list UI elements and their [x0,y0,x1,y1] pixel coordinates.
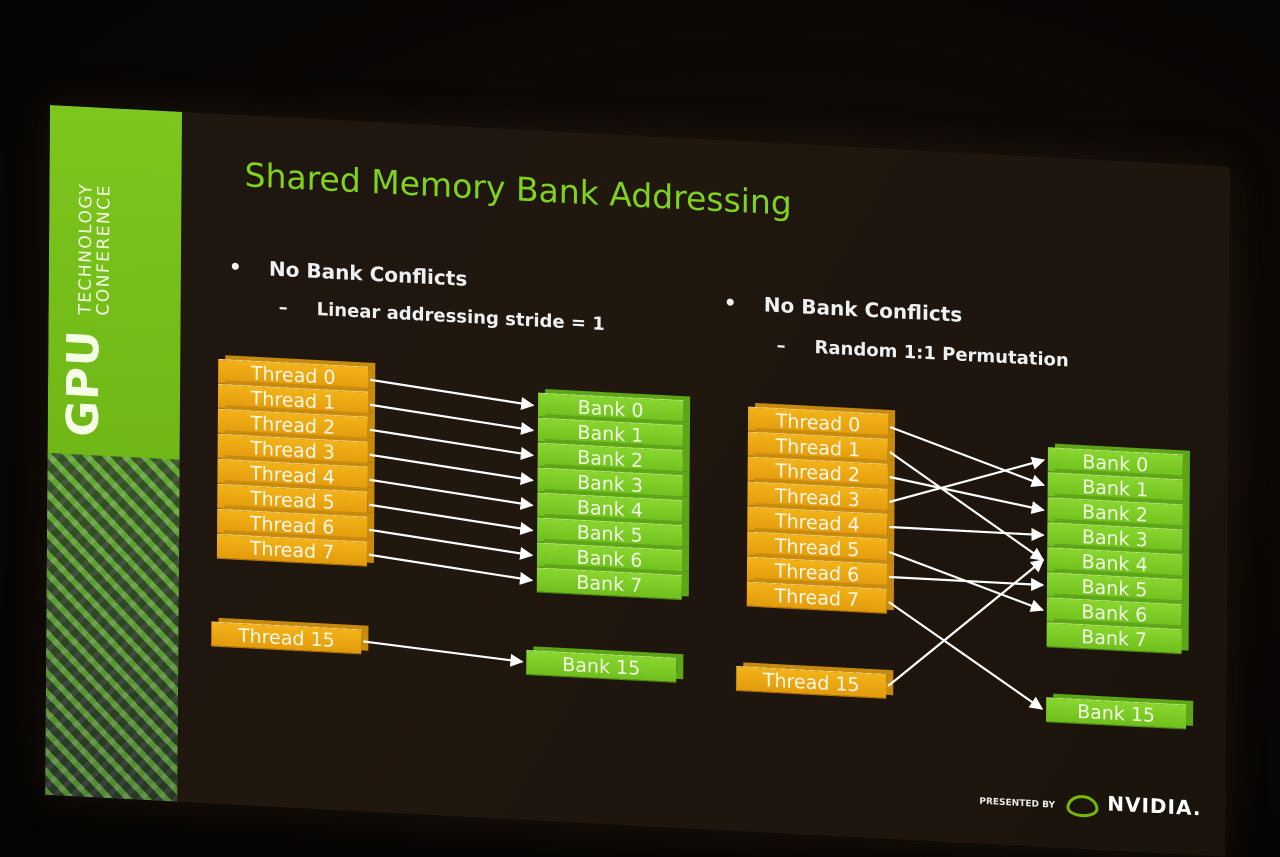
right-arrow-3 [889,456,1046,504]
left-arrow-1 [369,403,535,435]
mapping-arrows [363,378,1046,710]
right-arrow-6 [888,575,1045,592]
nvidia-logo: NVIDIA. [1107,790,1202,820]
left-arrow-3 [369,453,534,485]
left-arrow-6 [369,528,534,560]
left-arrow-2 [369,428,535,460]
right-arrow-15 [887,559,1045,687]
left-arrow-4 [369,478,534,510]
right-arrow-2 [889,475,1045,514]
left-arrow-7 [368,553,534,585]
right-arrow-7 [888,601,1044,710]
right-arrow-4 [889,525,1045,542]
right-arrow-0 [889,425,1045,487]
left-arrow-0 [370,378,535,410]
left-arrow-5 [369,503,534,535]
projection-screen: GPU TECHNOLOGY CONFERENCE Shared Memory … [45,105,1230,857]
presented-by-text: PRESENTED BY [979,796,1056,811]
nvidia-eye-icon [1066,794,1099,818]
right-arrow-1 [889,451,1045,561]
left-arrow-15 [363,640,524,667]
